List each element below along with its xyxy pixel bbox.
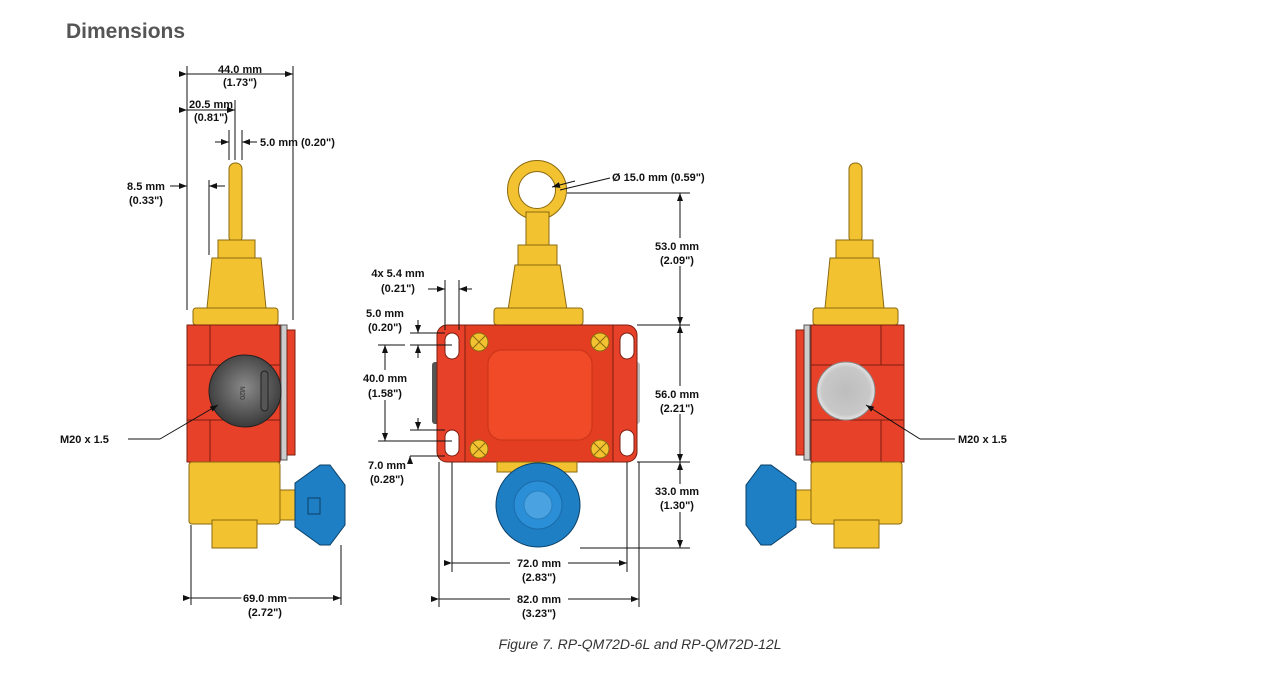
rod-nut bbox=[217, 239, 256, 259]
screw-icon bbox=[469, 332, 610, 459]
head-neck bbox=[507, 264, 568, 311]
svg-text:82.0 mm: 82.0 mm bbox=[517, 594, 561, 606]
figure-caption: Figure 7. RP-QM72D-6L and RP-QM72D-12L bbox=[498, 636, 782, 652]
mounting-hole bbox=[444, 332, 635, 457]
side-flange bbox=[286, 329, 296, 456]
knob-shaft bbox=[279, 489, 296, 521]
svg-text:(1.30"): (1.30") bbox=[660, 500, 694, 512]
lower-housing bbox=[188, 461, 281, 525]
head-plate bbox=[192, 307, 279, 326]
ring-shaft bbox=[525, 211, 550, 249]
svg-text:20.5 mm: 20.5 mm bbox=[189, 99, 233, 111]
front-view bbox=[432, 160, 640, 548]
right-dimensions: M20 x 1.5 bbox=[865, 404, 1007, 446]
svg-text:Ø 15.0 mm (0.59"): Ø 15.0 mm (0.59") bbox=[612, 172, 705, 184]
svg-text:53.0 mm: 53.0 mm bbox=[655, 241, 699, 253]
svg-text:(1.73"): (1.73") bbox=[223, 77, 257, 89]
svg-text:56.0 mm: 56.0 mm bbox=[655, 389, 699, 401]
lower-stem bbox=[211, 519, 258, 549]
svg-text:5.0 mm (0.20"): 5.0 mm (0.20") bbox=[260, 137, 335, 149]
svg-text:(2.83"): (2.83") bbox=[522, 572, 556, 584]
left-dimensions: 44.0 mm (1.73") 20.5 mm (0.81") 5.0 mm (… bbox=[60, 64, 342, 619]
svg-text:44.0 mm: 44.0 mm bbox=[218, 64, 262, 76]
svg-text:(0.28"): (0.28") bbox=[370, 474, 404, 486]
svg-text:(1.58"): (1.58") bbox=[368, 388, 402, 400]
side-view-right bbox=[745, 162, 905, 549]
front-dimensions: Ø 15.0 mm (0.59") 53.0 mm (2.09") 56.0 m… bbox=[355, 172, 705, 620]
ring-nut bbox=[517, 244, 558, 266]
svg-text:40.0 mm: 40.0 mm bbox=[363, 373, 407, 385]
head-neck bbox=[206, 257, 267, 309]
blanking-plug bbox=[816, 361, 876, 421]
svg-text:8.5 mm: 8.5 mm bbox=[127, 181, 165, 193]
svg-text:7.0 mm: 7.0 mm bbox=[368, 460, 406, 472]
svg-text:(0.21"): (0.21") bbox=[381, 283, 415, 295]
svg-text:(2.09"): (2.09") bbox=[660, 255, 694, 267]
head-plate bbox=[493, 307, 584, 326]
svg-text:5.0 mm: 5.0 mm bbox=[366, 308, 404, 320]
svg-text:33.0 mm: 33.0 mm bbox=[655, 486, 699, 498]
actuator-rod bbox=[228, 162, 243, 244]
svg-text:(3.23"): (3.23") bbox=[522, 608, 556, 620]
cap-marking: M20 bbox=[238, 386, 245, 400]
pull-ring bbox=[507, 160, 567, 220]
svg-text:72.0 mm: 72.0 mm bbox=[517, 558, 561, 570]
svg-text:69.0 mm: 69.0 mm bbox=[243, 593, 287, 605]
svg-text:4x 5.4 mm: 4x 5.4 mm bbox=[371, 268, 424, 280]
svg-text:(2.21"): (2.21") bbox=[660, 403, 694, 415]
svg-text:M20 x 1.5: M20 x 1.5 bbox=[60, 434, 109, 446]
svg-text:(0.33"): (0.33") bbox=[129, 195, 163, 207]
svg-text:(0.20"): (0.20") bbox=[368, 322, 402, 334]
side-view-left: M20 bbox=[186, 162, 346, 549]
svg-text:(2.72"): (2.72") bbox=[248, 607, 282, 619]
svg-text:M20 x 1.5: M20 x 1.5 bbox=[958, 434, 1007, 446]
section-title: Dimensions bbox=[66, 20, 186, 43]
svg-text:(0.81"): (0.81") bbox=[194, 112, 228, 124]
